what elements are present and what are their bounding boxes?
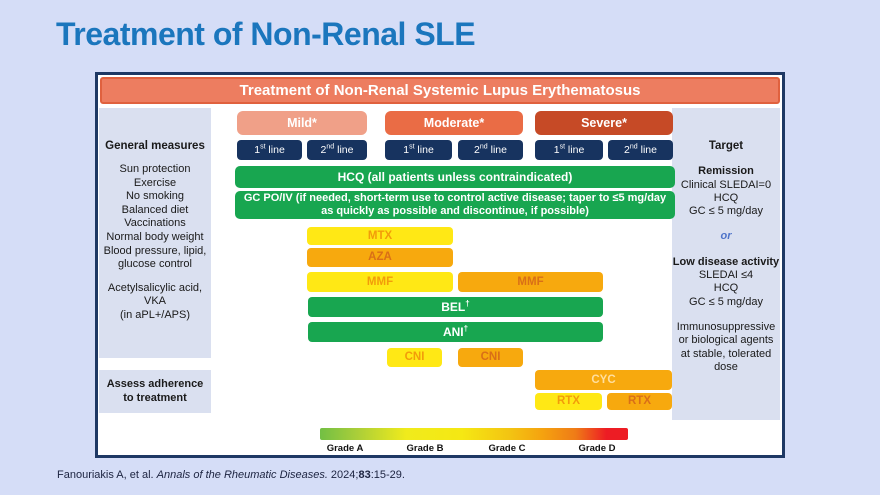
severe-first-line-badge: 1st line — [535, 140, 603, 160]
or-label: or — [720, 230, 732, 243]
grade-gradient-bar — [320, 428, 628, 440]
cni-bar-moderate-second: CNI — [458, 348, 523, 367]
maintenance-line: Immunosuppressive — [676, 320, 776, 333]
figure-header: Treatment of Non-Renal Systemic Lupus Er… — [100, 77, 780, 104]
moderate-second-line-badge: 2nd line — [458, 140, 523, 160]
citation-pages: :15-29. — [370, 469, 405, 481]
general-measure-item: Vaccinations — [124, 217, 186, 230]
lda-line: SLEDAI ≤4 — [698, 269, 754, 282]
general-measure-item: Sun protection — [119, 163, 191, 175]
mild-second-line-badge: 2nd line — [307, 140, 367, 160]
severe-second-line-badge: 2nd line — [608, 140, 673, 160]
dagger-icon: † — [463, 324, 469, 333]
cyc-bar: CYC — [535, 370, 672, 390]
general-measures-title: General measures — [105, 140, 205, 152]
severity-moderate: Moderate* — [385, 111, 523, 135]
general-measure-item: Blood pressure, lipid, — [103, 244, 207, 257]
antiplatelet-line: Acetylsalicylic acid, — [107, 281, 203, 294]
antiplatelet-note: Acetylsalicylic acid, VKA (in aPL+/APS) — [99, 282, 211, 323]
general-measure-item: glucose control — [118, 258, 192, 271]
general-measures-panel: General measures Sun protection Exercise… — [99, 108, 211, 358]
antiplatelet-line: VKA — [143, 295, 166, 308]
maintenance-line: at stable, tolerated — [680, 347, 772, 360]
remission-line: HCQ — [713, 191, 739, 204]
grade-d-label: Grade D — [578, 443, 616, 454]
adherence-text: Assess adherence to treatment — [106, 378, 204, 404]
lda-line: GC ≤ 5 mg/day — [689, 295, 763, 308]
maintenance-note: Immunosuppressive or biological agents a… — [672, 321, 780, 374]
aza-bar: AZA — [307, 248, 453, 267]
lda-line: HCQ — [713, 282, 739, 295]
citation-volume: 83 — [358, 469, 371, 481]
remission-line: GC ≤ 5 mg/day — [689, 205, 763, 218]
dagger-icon: † — [465, 299, 470, 308]
bel-bar: BEL† — [308, 297, 603, 317]
ani-bar: ANI† — [308, 322, 603, 342]
grade-c-label: Grade C — [488, 443, 526, 454]
mtx-bar: MTX — [307, 227, 453, 245]
general-measure-item: Balanced diet — [121, 203, 189, 216]
antiplatelet-line: (in aPL+/APS) — [119, 308, 190, 321]
general-measure-item: Normal body weight — [106, 230, 204, 243]
grade-b-label: Grade B — [406, 443, 444, 454]
gc-bar: GC PO/IV (if needed, short-term use to c… — [235, 191, 675, 219]
hcq-bar: HCQ (all patients unless contraindicated… — [235, 166, 675, 188]
target-title: Target — [708, 140, 744, 152]
mild-first-line-badge: 1st line — [237, 140, 302, 160]
severity-severe: Severe* — [535, 111, 673, 135]
rtx-bar-severe-first: RTX — [535, 393, 602, 410]
maintenance-line: dose — [714, 360, 738, 373]
remission-heading: Remission — [698, 165, 754, 178]
maintenance-line: or biological agents — [678, 334, 774, 347]
cni-bar-moderate-first: CNI — [387, 348, 442, 367]
general-measures-list: Sun protection Exercise No smoking Balan… — [99, 163, 211, 272]
general-measure-item: Exercise — [133, 176, 177, 189]
grade-a-label: Grade A — [326, 443, 364, 454]
mmf-bar-mild-moderate: MMF — [307, 272, 453, 292]
citation-authors: Fanouriakis A, et al. — [57, 469, 157, 481]
treatment-algorithm-figure: Treatment of Non-Renal Systemic Lupus Er… — [95, 72, 785, 458]
adherence-panel: Assess adherence to treatment — [99, 370, 211, 413]
severity-mild: Mild* — [237, 111, 367, 135]
citation-year: 2024; — [327, 469, 359, 481]
moderate-first-line-badge: 1st line — [385, 140, 452, 160]
slide-title: Treatment of Non-Renal SLE — [56, 16, 476, 52]
citation-journal: Annals of the Rheumatic Diseases. — [156, 469, 328, 481]
lda-heading: Low disease activity — [672, 255, 780, 268]
rtx-bar-severe-second: RTX — [607, 393, 672, 410]
general-measure-item: No smoking — [125, 190, 185, 203]
mmf-bar-moderate-severe: MMF — [458, 272, 603, 292]
citation: Fanouriakis A, et al. Annals of the Rheu… — [57, 469, 405, 481]
remission-line: Clinical SLEDAI=0 — [680, 178, 772, 191]
target-panel: Target Remission Clinical SLEDAI=0 HCQ G… — [672, 108, 780, 420]
